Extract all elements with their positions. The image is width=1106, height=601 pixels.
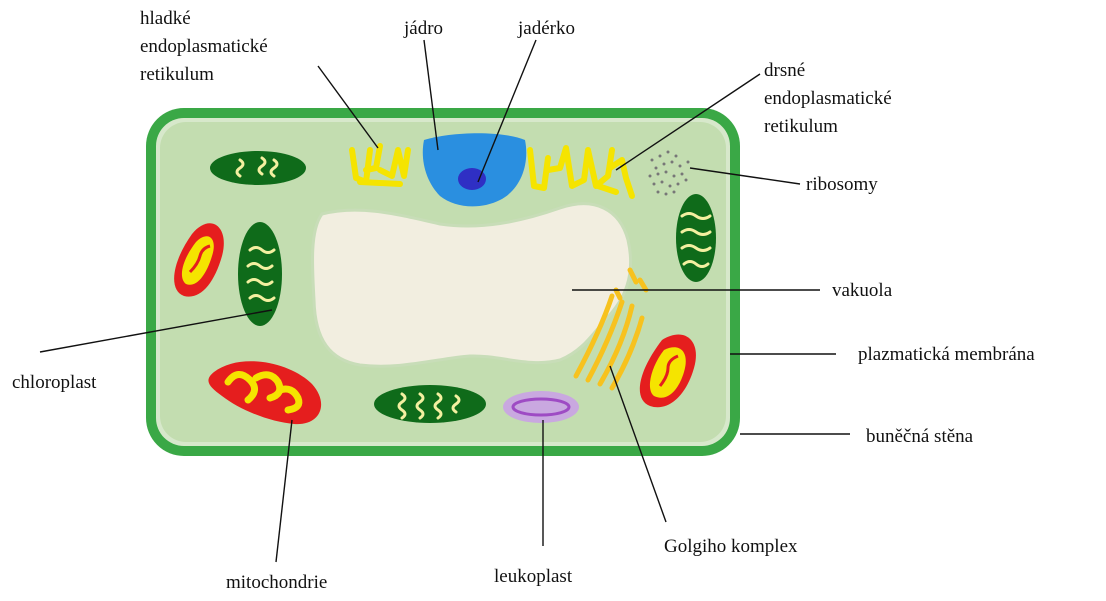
label-ribosomes: ribosomy	[806, 174, 878, 195]
vacuole	[312, 204, 630, 366]
label-rough-er: drsné endoplasmatické retikulum	[764, 60, 896, 137]
label-smooth-er-line2: endoplasmatické	[140, 36, 268, 57]
label-nucleolus: jadérko	[517, 18, 575, 39]
chloroplast-left	[238, 222, 282, 326]
label-mitochondria: mitochondrie	[226, 572, 327, 593]
label-rough-er-line2: endoplasmatické	[764, 88, 892, 109]
chloroplast-top-left	[210, 151, 306, 185]
chloroplast-bottom	[374, 385, 486, 423]
label-smooth-er: hladké endoplasmatické retikulum	[140, 8, 272, 85]
label-chloroplast: chloroplast	[12, 372, 97, 393]
chloroplast-right	[676, 194, 716, 282]
label-vacuole: vakuola	[832, 280, 893, 301]
label-cell-wall: buněčná stěna	[866, 426, 974, 447]
label-nucleus: jádro	[403, 18, 443, 39]
label-rough-er-line1: drsné	[764, 60, 805, 81]
label-plasma-membrane: plazmatická membrána	[858, 344, 1035, 365]
leukoplast	[503, 391, 579, 423]
label-leukoplast: leukoplast	[494, 566, 573, 587]
label-smooth-er-line3: retikulum	[140, 64, 214, 85]
label-golgi: Golgiho komplex	[664, 536, 798, 557]
label-rough-er-line3: retikulum	[764, 116, 838, 137]
label-smooth-er-line1: hladké	[140, 8, 191, 29]
